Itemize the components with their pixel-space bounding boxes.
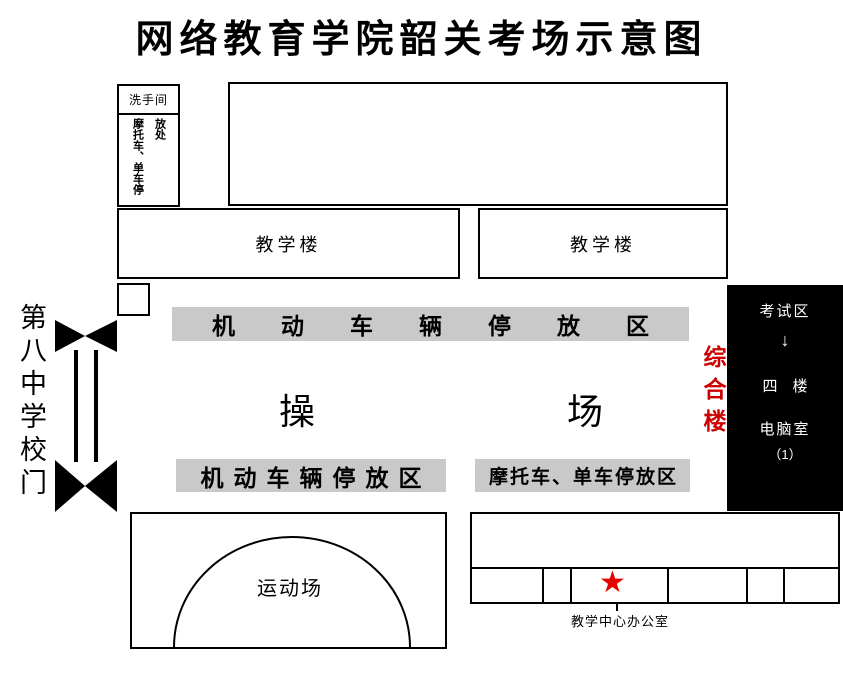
motor-parking-top-label: 机动车辆停放区 <box>212 313 695 339</box>
moto-bike-parking-box: 摩托车、单车停放处 <box>117 113 180 207</box>
school-gate-label: 第八中学校门 <box>16 303 46 501</box>
small-annex-box <box>117 283 150 316</box>
moto-bike-parking-label: 摩托车、单车停放处 <box>131 118 166 195</box>
motor-parking-bar-top: 机动车辆停放区 <box>172 307 689 341</box>
page-title: 网络教育学院韶关考场示意图 <box>135 19 708 61</box>
playground-label-right: 场 <box>567 391 604 432</box>
sports-field-box: 运动场 <box>130 512 447 649</box>
office-cell-divider <box>746 569 748 602</box>
office-cell-divider <box>542 569 544 602</box>
exam-room-label: 电脑室 <box>759 421 811 438</box>
office-cell-divider <box>570 569 572 602</box>
main-building-box <box>228 82 728 206</box>
teaching-building-right: 教学楼 <box>478 208 728 279</box>
office-connector-line <box>616 603 618 611</box>
exam-floor-label: 四 楼 <box>762 378 808 395</box>
office-label: 教学中心办公室 <box>570 614 669 629</box>
office-cell-divider <box>783 569 785 602</box>
star-icon: ★ <box>599 566 626 599</box>
exam-area-label: 考试区 <box>759 303 811 320</box>
exam-room-number: （1） <box>768 447 802 462</box>
office-divider-line <box>472 567 838 569</box>
sports-field-label: 运动场 <box>257 578 323 600</box>
exam-building-block: 考试区 ↓ 四 楼 电脑室 （1） <box>727 285 843 511</box>
moto-bike-parking-bottom-label: 摩托车、单车停放区 <box>488 467 678 488</box>
office-building-box: ★ <box>470 512 840 604</box>
restroom-label: 洗手间 <box>128 93 168 107</box>
motor-parking-bottom-label: 机动车辆停放区 <box>200 464 432 491</box>
school-gate-icon <box>55 320 117 512</box>
restroom-box: 洗手间 <box>117 84 180 115</box>
office-cell-divider <box>667 569 669 602</box>
sports-track-arc-icon <box>173 536 411 647</box>
teaching-building-left: 教学楼 <box>117 208 460 279</box>
complex-building-label: 综合楼 <box>700 345 726 441</box>
teaching-building-right-label: 教学楼 <box>570 234 636 255</box>
motor-parking-bar-bottom: 机动车辆停放区 <box>176 459 446 492</box>
down-arrow-icon: ↓ <box>780 330 790 350</box>
moto-bike-parking-bar-bottom: 摩托车、单车停放区 <box>475 459 690 492</box>
teaching-building-left-label: 教学楼 <box>255 234 322 255</box>
playground-label-left: 操 <box>279 391 316 432</box>
